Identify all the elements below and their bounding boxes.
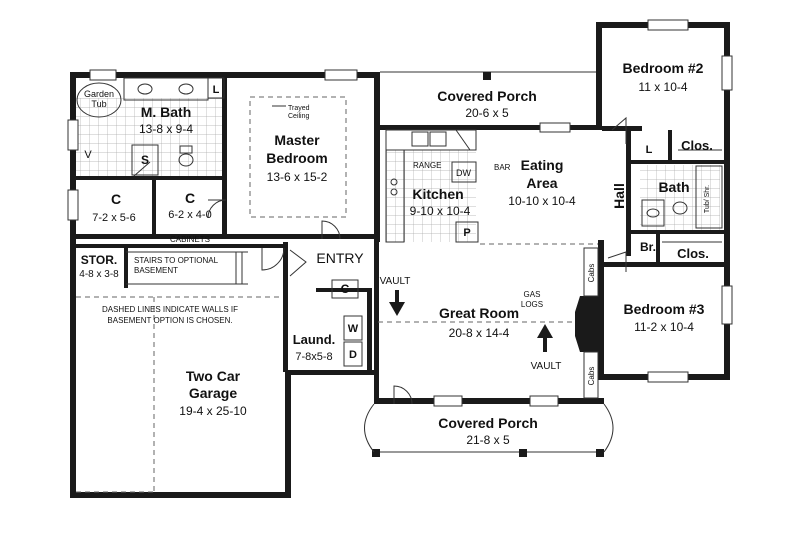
windows bbox=[67, 19, 733, 407]
bath-name: Bath bbox=[658, 179, 689, 195]
bedroom2-dims: 11 x 10-4 bbox=[638, 80, 687, 94]
vault-label-right: VAULT bbox=[531, 361, 562, 372]
pantry-label: P bbox=[463, 227, 470, 239]
bedroom3-dims: 11-2 x 10-4 bbox=[634, 320, 694, 334]
doors bbox=[133, 116, 627, 405]
hall-bath-tile bbox=[640, 165, 720, 230]
dryer-label: D bbox=[349, 349, 357, 361]
exterior-walls bbox=[70, 22, 730, 498]
washer-label: W bbox=[348, 323, 359, 335]
cabs-top-label: Cabs bbox=[587, 264, 596, 283]
garage-dims: 19-4 x 25-10 bbox=[179, 404, 247, 418]
covered-porch-bottom-dims: 21-8 x 5 bbox=[466, 433, 510, 447]
coat-closet-label: C bbox=[341, 282, 350, 296]
garage-name2: Garage bbox=[189, 385, 237, 401]
clos-bottom-name: Clos. bbox=[677, 246, 709, 261]
kitchen-tile bbox=[386, 150, 476, 242]
vanity-label: V bbox=[84, 149, 92, 161]
cabinets-label: CABINETS bbox=[170, 235, 210, 244]
covered-porch-top-dims: 20-6 x 5 bbox=[465, 106, 509, 120]
fixtures bbox=[76, 71, 723, 493]
range-label: RANGE bbox=[413, 161, 441, 170]
great-room-dims: 20-8 x 14-4 bbox=[449, 326, 510, 340]
vault-arrows bbox=[389, 290, 553, 352]
covered-porch-bottom-name: Covered Porch bbox=[438, 415, 538, 431]
room-labels: Bedroom #2 11 x 10-4 Covered Porch 20-6 … bbox=[79, 60, 713, 447]
master-bedroom-dims: 13-6 x 15-2 bbox=[267, 170, 328, 184]
garden-tub-label-1: Garden bbox=[84, 89, 114, 99]
closet-a-dims: 7-2 x 5-6 bbox=[92, 212, 135, 224]
linen-label-hall: L bbox=[646, 144, 653, 156]
dashed-note-2: BASEMENT OPTION IS CHOSEN. bbox=[107, 316, 232, 325]
master-bedroom-name1: Master bbox=[274, 132, 320, 148]
closet-b-dims: 6-2 x 4-0 bbox=[168, 209, 211, 221]
garden-tub-label-2: Tub bbox=[91, 99, 106, 109]
vault-label-left: VAULT bbox=[380, 276, 411, 287]
laundry-name: Laund. bbox=[293, 332, 336, 347]
eating-area-name2: Area bbox=[526, 175, 557, 191]
great-room-name: Great Room bbox=[439, 305, 519, 321]
eating-area-name1: Eating bbox=[521, 157, 564, 173]
bedroom3-name: Bedroom #3 bbox=[624, 301, 705, 317]
gas-logs-label-1: GAS bbox=[524, 290, 541, 299]
dw-label: DW bbox=[456, 168, 471, 178]
trayed-label-2: Ceiling bbox=[288, 113, 310, 120]
clos-top-name: Clos. bbox=[681, 138, 713, 153]
master-bath-tile bbox=[76, 98, 224, 178]
shower-label: S bbox=[141, 153, 149, 167]
garage-name1: Two Car bbox=[186, 368, 241, 384]
kitchen-name: Kitchen bbox=[412, 186, 463, 202]
m-bath-name: M. Bath bbox=[141, 104, 192, 120]
stairs-label-2: BASEMENT bbox=[134, 266, 178, 275]
cabs-bottom-label: Cabs bbox=[587, 367, 596, 386]
annotations: Garden Tub Trayed Ceiling RANGE DW BAR P… bbox=[84, 84, 711, 385]
closet-b-name: C bbox=[185, 190, 195, 206]
closet-a-name: C bbox=[111, 191, 121, 207]
kitchen-dims: 9-10 x 10-4 bbox=[410, 204, 471, 218]
master-bedroom-name2: Bedroom bbox=[266, 150, 327, 166]
bedroom2-name: Bedroom #2 bbox=[623, 60, 704, 76]
covered-porch-top-name: Covered Porch bbox=[437, 88, 537, 104]
stairs-label-1: STAIRS TO OPTIONAL bbox=[134, 256, 219, 265]
linen-label-bath: L bbox=[213, 84, 220, 96]
storage-name: STOR. bbox=[81, 253, 117, 267]
eating-area-dims: 10-10 x 10-4 bbox=[508, 194, 576, 208]
laundry-dims: 7-8x5-8 bbox=[295, 351, 332, 363]
dashed-note-1: DASHED LINES INDICATE WALLS IF bbox=[102, 305, 238, 314]
br-name: Br. bbox=[640, 240, 656, 254]
m-bath-dims: 13-8 x 9-4 bbox=[139, 122, 193, 136]
interior-walls bbox=[70, 78, 726, 374]
trayed-label-1: Trayed bbox=[288, 105, 310, 112]
gas-logs-label-2: LOGS bbox=[521, 300, 543, 309]
storage-dims: 4-8 x 3-8 bbox=[79, 269, 119, 280]
hall-name: Hall bbox=[611, 183, 627, 209]
bar-label: BAR bbox=[494, 163, 511, 172]
tub-shower-label: Tub/ Shr. bbox=[704, 185, 711, 213]
entry-name: ENTRY bbox=[316, 250, 364, 266]
